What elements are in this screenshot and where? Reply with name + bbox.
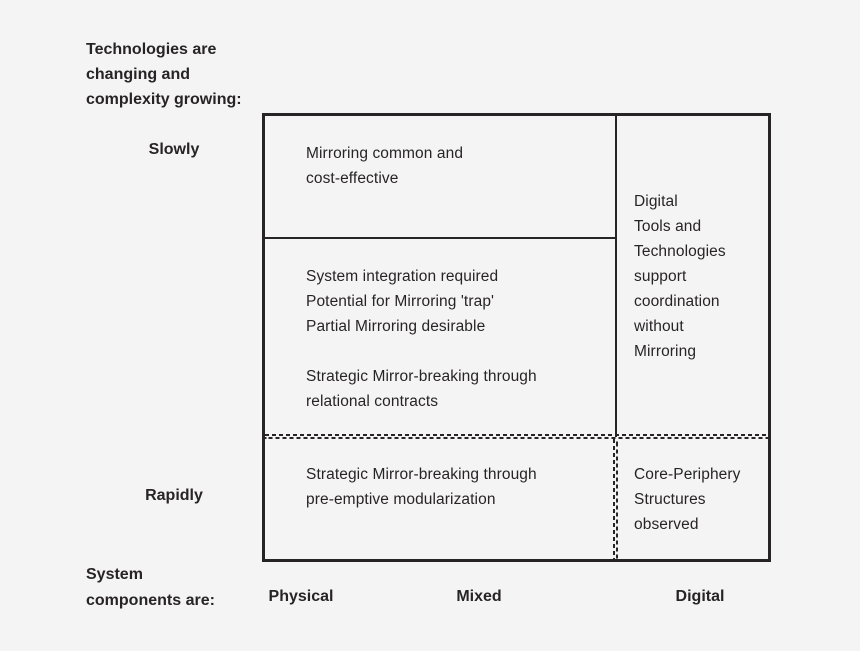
divider-horizontal-dashed — [265, 434, 768, 439]
cell-rapidly-physical-mixed: Strategic Mirror-breaking through pre-em… — [306, 466, 537, 508]
matrix-outer-box: Mirroring common and cost-effective Syst… — [262, 113, 771, 562]
cell-middle-physical-mixed: System integration required Potential fo… — [306, 268, 537, 410]
divider-horizontal-solid — [265, 237, 615, 239]
x-axis-label-digital: Digital — [675, 588, 725, 605]
dash-row-bottom — [265, 437, 768, 439]
divider-vertical-solid — [615, 116, 617, 437]
x-axis-label-physical: Physical — [268, 588, 334, 605]
y-axis-label-rapidly: Rapidly — [145, 487, 203, 504]
dash-col-left — [613, 439, 615, 559]
y-axis-title: Technologies are changing and complexity… — [86, 41, 242, 108]
cell-digital-column: Digital Tools and Technologies support c… — [634, 193, 726, 360]
x-axis-title: System components are: — [86, 566, 215, 609]
dash-row-top — [265, 434, 768, 436]
dash-col-right — [616, 439, 618, 559]
y-axis-label-slowly: Slowly — [148, 141, 200, 158]
x-axis-label-mixed: Mixed — [456, 588, 502, 605]
cell-slowly-physical-mixed: Mirroring common and cost-effective — [306, 145, 464, 187]
divider-vertical-dashed — [613, 439, 618, 559]
cell-rapidly-digital: Core-Periphery Structures observed — [634, 466, 741, 533]
